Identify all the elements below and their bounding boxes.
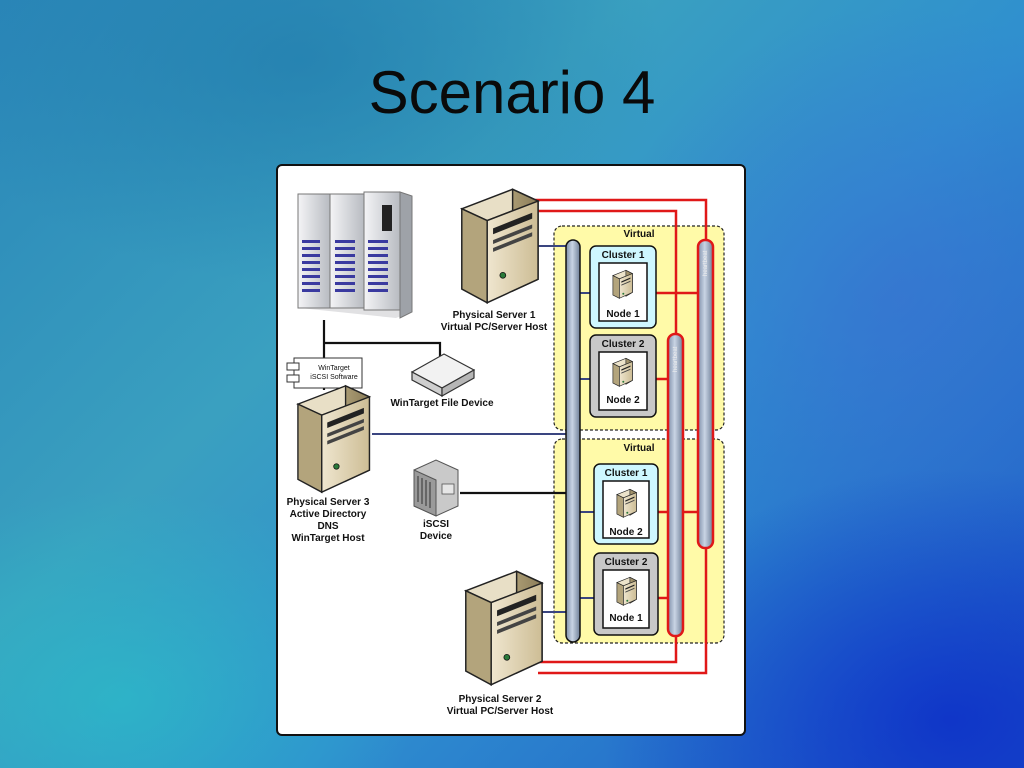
physical-server-3-icon: [297, 385, 371, 493]
physical-server-3-line3: DNS: [317, 521, 338, 532]
wintarget-software-line1: WinTarget: [318, 365, 350, 372]
virtual-label-top: Virtual: [624, 229, 655, 240]
wintarget-file-device-icon: [410, 353, 476, 398]
iscsi-device-line1: iSCSI: [423, 519, 449, 530]
top-cluster-1: Cluster 1 Node 1: [589, 245, 657, 329]
storage-rack-icon: [297, 191, 413, 319]
physical-server-2-line2: Virtual PC/Server Host: [447, 706, 554, 717]
heartbeat-label-2: heartbeat: [703, 250, 709, 276]
physical-server-1-line1: Physical Server 1: [453, 310, 536, 321]
node-server-icon: [616, 489, 637, 518]
iscsi-device-icon: [413, 459, 459, 517]
wintarget-file-device-label: WinTarget File Device: [390, 398, 494, 409]
physical-server-1-icon: [461, 188, 539, 304]
bottom-cluster-2-label: Cluster 2: [605, 557, 648, 568]
heartbeat-bar-1: [666, 332, 685, 638]
node-server-icon: [612, 358, 633, 387]
heartbeat-label-1: heartbeat: [673, 346, 679, 372]
wintarget-software-line2: iSCSI Software: [310, 374, 358, 381]
physical-server-1-line2: Virtual PC/Server Host: [441, 322, 548, 333]
heartbeat-bar-2: [696, 238, 715, 550]
top-cluster-2-label: Cluster 2: [602, 339, 645, 350]
physical-server-3-line4: WinTarget Host: [291, 533, 365, 544]
physical-server-3-line2: Active Directory: [290, 509, 367, 520]
node-server-icon: [616, 577, 637, 606]
heartbeat-lines: [526, 198, 708, 675]
slide-title: Scenario 4: [368, 59, 656, 126]
top-cluster-2-node: Node 2: [606, 395, 640, 406]
node-server-icon: [612, 270, 633, 299]
top-cluster-1-node: Node 1: [606, 309, 640, 320]
wintarget-software-component: WinTarget iSCSI Software: [286, 357, 363, 389]
bottom-cluster-2: Cluster 2 Node 1: [593, 552, 659, 636]
bottom-cluster-2-node: Node 1: [609, 613, 643, 624]
top-cluster-2: Cluster 2 Node 2: [589, 334, 657, 418]
physical-server-3-line1: Physical Server 3: [287, 497, 370, 508]
bottom-cluster-1: Cluster 1 Node 2: [593, 463, 659, 545]
bottom-cluster-1-label: Cluster 1: [605, 468, 648, 479]
network-bus: [565, 239, 581, 643]
top-cluster-1-label: Cluster 1: [602, 250, 645, 261]
physical-server-2-icon: [465, 570, 543, 686]
physical-server-2-line1: Physical Server 2: [459, 694, 542, 705]
iscsi-device-line2: Device: [420, 531, 453, 542]
bottom-cluster-1-node: Node 2: [609, 527, 643, 538]
virtual-label-bottom: Virtual: [624, 443, 655, 454]
